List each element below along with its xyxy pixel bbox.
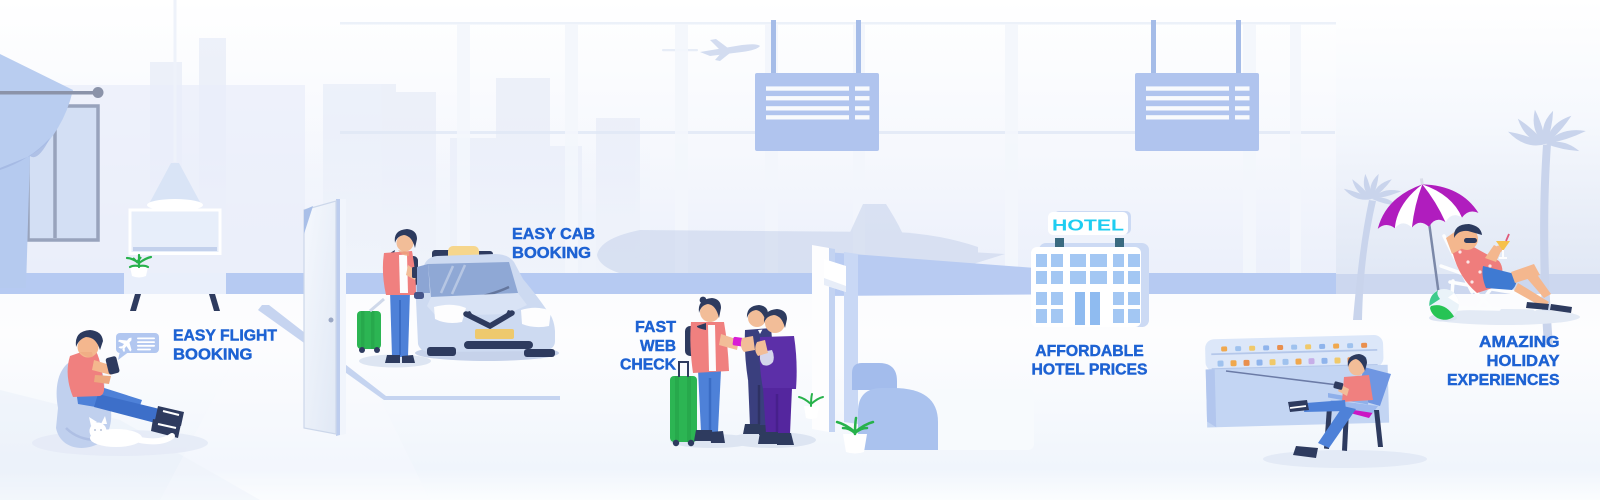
svg-text:HOLIDAY: HOLIDAY <box>1487 353 1561 370</box>
svg-text:HOTEL PRICES: HOTEL PRICES <box>1032 362 1148 379</box>
svg-text:WEB: WEB <box>640 338 676 355</box>
svg-text:BOOKING: BOOKING <box>173 347 253 364</box>
svg-text:AMAZING: AMAZING <box>1479 334 1560 351</box>
svg-text:HOTEL: HOTEL <box>1052 218 1124 235</box>
svg-text:FAST: FAST <box>635 319 677 336</box>
svg-text:EASY CAB: EASY CAB <box>512 226 595 243</box>
svg-text:CHECK: CHECK <box>620 357 677 374</box>
svg-text:EXPERIENCES: EXPERIENCES <box>1447 372 1560 389</box>
svg-text:AFFORDABLE: AFFORDABLE <box>1035 343 1144 360</box>
svg-text:EASY FLIGHT: EASY FLIGHT <box>173 328 278 345</box>
svg-text:BOOKING: BOOKING <box>512 245 591 262</box>
